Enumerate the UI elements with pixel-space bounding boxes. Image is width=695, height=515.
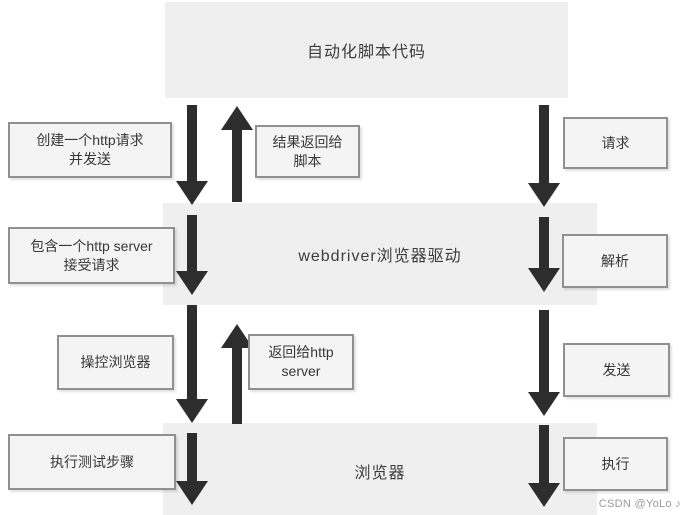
http-server-accept-box: 包含一个http server 接受请求 xyxy=(8,227,175,284)
run-test-steps-box: 执行测试步骤 xyxy=(8,434,176,490)
parse-step-label: 解析 xyxy=(601,252,629,269)
execute-step-box: 执行 xyxy=(563,437,668,491)
run-test-steps-label: 执行测试步骤 xyxy=(50,453,134,470)
browser-layer-label: 浏览器 xyxy=(354,465,406,482)
control-browser-label: 操控浏览器 xyxy=(80,354,151,371)
arrow-script-to-driver-down-icon xyxy=(176,105,208,205)
return-to-http-server-box: 返回给http server xyxy=(248,334,354,390)
send-step-box: 发送 xyxy=(563,343,670,397)
request-step-box: 请求 xyxy=(563,117,668,169)
send-step-label: 发送 xyxy=(602,361,631,378)
script-layer-box: 自动化脚本代码 xyxy=(165,2,568,98)
arrow-driver-to-script-up-icon xyxy=(221,106,253,202)
http-server-accept-line2: 接受请求 xyxy=(63,256,120,273)
return-to-http-server-line1: 返回给http xyxy=(268,344,334,361)
driver-layer-label: webdriver浏览器驱动 xyxy=(298,248,462,265)
arrow-into-browser-down-icon xyxy=(176,433,208,505)
arrow-request-down-icon xyxy=(528,105,560,207)
create-http-request-line1: 创建一个http请求 xyxy=(36,132,144,149)
control-browser-box: 操控浏览器 xyxy=(57,335,174,390)
arrow-parse-down-icon xyxy=(528,217,560,292)
driver-layer-box: webdriver浏览器驱动 xyxy=(163,203,597,305)
browser-layer-box: 浏览器 xyxy=(163,423,597,515)
arrow-into-driver-down-icon xyxy=(176,215,208,295)
script-layer-label: 自动化脚本代码 xyxy=(306,44,426,61)
result-to-script-line1: 结果返回给 xyxy=(272,133,343,150)
arrow-execute-down-icon xyxy=(528,425,560,507)
create-http-request-box: 创建一个http请求 并发送 xyxy=(8,122,172,178)
execute-step-label: 执行 xyxy=(601,455,630,472)
result-to-script-line2: 脚本 xyxy=(293,152,322,169)
parse-step-box: 解析 xyxy=(562,234,668,288)
csdn-watermark: CSDN @YoLo ♪ xyxy=(598,498,681,510)
arrow-browser-to-driver-up-icon xyxy=(221,324,253,424)
result-to-script-box: 结果返回给 脚本 xyxy=(255,125,360,178)
create-http-request-line2: 并发送 xyxy=(69,151,111,167)
arrow-driver-to-browser-down-icon xyxy=(176,305,208,423)
arrow-send-down-icon xyxy=(528,310,560,416)
http-server-accept-line1: 包含一个http server xyxy=(30,237,153,254)
request-step-label: 请求 xyxy=(601,134,630,151)
return-to-http-server-line2: server xyxy=(281,363,321,379)
